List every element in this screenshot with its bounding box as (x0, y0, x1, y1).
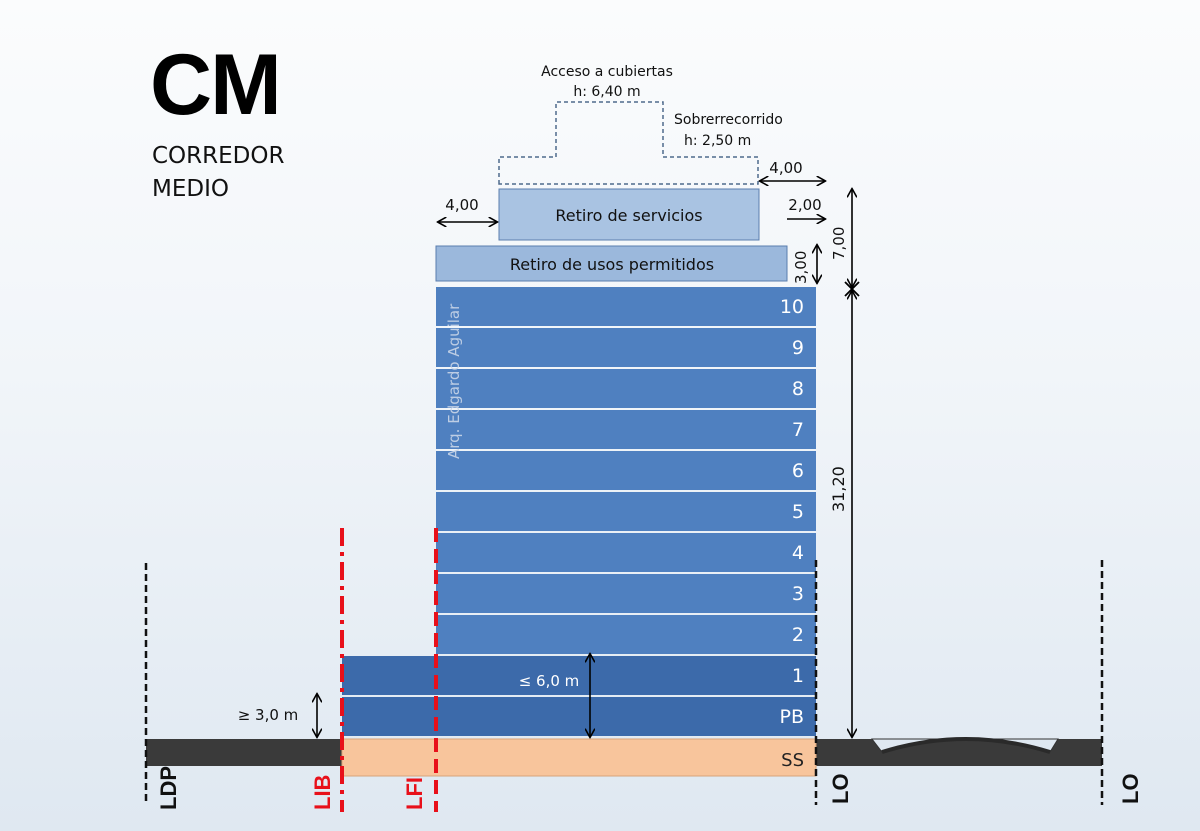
permitted-uses-block (435, 245, 788, 282)
overrun-height: h: 2,50 m (684, 133, 751, 149)
page-subtitle: CORREDOR MEDIO (152, 140, 284, 206)
floor-label: PB (780, 706, 805, 728)
dim-permitted-height: 3,00 (792, 251, 810, 284)
street-road-hump (881, 737, 1051, 754)
dim-front-height: ≥ 3,0 m (238, 706, 299, 724)
floor-band (436, 533, 816, 572)
floor-label: 3 (792, 583, 804, 605)
floor-band (342, 656, 816, 695)
floor-band (436, 615, 816, 654)
roof-access-outline (498, 101, 759, 185)
dim-cross-mark (844, 281, 860, 297)
overrun-label: Sobrerrecorrido (674, 112, 783, 128)
ldp-label: LDP (156, 766, 181, 810)
floor-band (436, 328, 816, 367)
boundary-lines (144, 528, 1104, 812)
floor-band (436, 492, 816, 531)
floor-band (436, 369, 816, 408)
floor-label: 9 (792, 337, 804, 359)
dim-podium-height: ≤ 6,0 m (519, 672, 580, 690)
service-setback-block (498, 188, 760, 241)
subtitle-line-1: CORREDOR (152, 143, 285, 169)
floor-band (436, 574, 816, 613)
floor-label: 2 (792, 624, 804, 646)
floor-band (342, 697, 816, 736)
roof-access-label: Acceso a cubiertas (541, 64, 673, 80)
lfi-label: LFI (402, 777, 427, 810)
floor-label: 10 (780, 296, 804, 318)
lib-label: LIB (310, 775, 335, 810)
basement-block (341, 738, 817, 777)
floor-label: 8 (792, 378, 804, 400)
page-title: CM (150, 37, 282, 133)
floor-band (436, 287, 816, 326)
dim-setback-total-height: 7,00 (830, 227, 848, 260)
dim-building-height: 31,20 (829, 466, 848, 512)
floor-label: 4 (792, 542, 804, 564)
service-setback-label: Retiro de servicios (555, 206, 702, 225)
permitted-uses-label: Retiro de usos permitidos (510, 255, 714, 274)
floor-label: 5 (792, 501, 804, 523)
floor-label: 7 (792, 419, 804, 441)
dim-left-setback: 4,00 (445, 196, 478, 214)
basement-label: SS (781, 750, 804, 771)
dimension-arrows (317, 181, 860, 737)
subtitle-line-2: MEDIO (152, 176, 229, 202)
ground-section (146, 737, 1102, 766)
floor-label: 1 (792, 665, 804, 687)
building-floors: 10 9 8 7 6 5 4 3 2 1PB (342, 287, 816, 736)
floor-label: 6 (792, 460, 804, 482)
dim-right-setback-service: 2,00 (788, 196, 821, 214)
dim-right-setback-top: 4,00 (769, 159, 802, 177)
ground-slab-left (146, 739, 342, 766)
roof-access-height: h: 6,40 m (573, 84, 640, 100)
author-credit: Arq. Edgardo Aguilar (445, 303, 463, 459)
floor-band (436, 451, 816, 490)
ground-slab-right (816, 739, 1102, 766)
lo-left-label: LO (828, 773, 853, 804)
lo-right-label: LO (1118, 773, 1143, 804)
floor-band (436, 410, 816, 449)
